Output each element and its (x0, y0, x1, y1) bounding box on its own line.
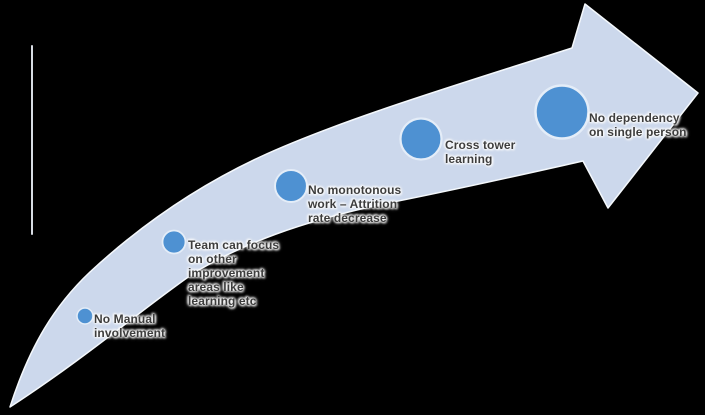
milestone-label-no-dependency: No dependency on single person (589, 111, 687, 139)
milestone-label-no-monotonous-work: No monotonous work – Attrition rate decr… (308, 183, 402, 225)
milestone-bubble-1 (76, 307, 94, 325)
milestone-bubble-2 (161, 229, 187, 255)
swoosh-arrow-shape (9, 3, 699, 408)
milestone-bubble-3 (274, 169, 308, 203)
milestone-bubble-4 (399, 117, 443, 161)
milestone-label-cross-tower-learning: Cross tower learning (445, 138, 516, 166)
milestone-label-no-manual-involvement: No Manual involvement (94, 312, 166, 340)
vertical-line-artifact (31, 45, 33, 235)
milestone-bubble-5 (534, 84, 590, 140)
milestone-label-team-can-focus: Team can focus on other improvement area… (188, 238, 280, 308)
